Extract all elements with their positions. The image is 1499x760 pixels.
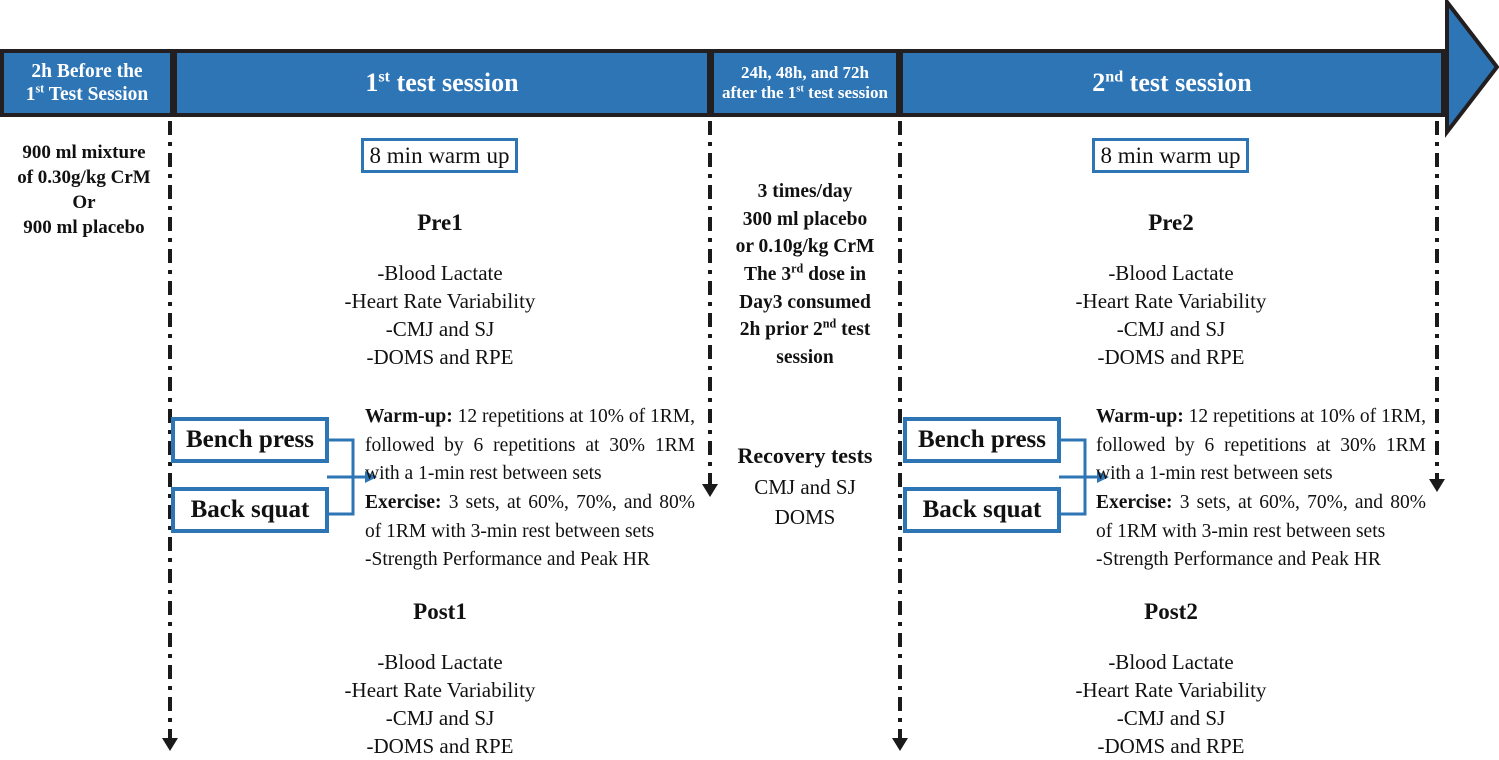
recovery-tests-item-2: DOMS bbox=[774, 505, 836, 530]
session2-post-measure-2: -Heart Rate Variability bbox=[1075, 678, 1267, 703]
session1-lift-back-squat-label: Back squat bbox=[190, 496, 310, 523]
recovery-dosing-line-5: Day3 consumed bbox=[739, 291, 871, 313]
session1-post-measure-2: -Heart Rate Variability bbox=[344, 678, 536, 703]
session1-prescription-exercise-label: Exercise: bbox=[365, 491, 442, 513]
session1-pre-measure-3: -CMJ and SJ bbox=[385, 316, 495, 341]
timeline-arrowhead-icon bbox=[1445, 0, 1499, 138]
session2-post-measure-4: -DOMS and RPE bbox=[1097, 733, 1245, 758]
session2-lift-merge-arrow-icon bbox=[1059, 438, 1109, 516]
recovery-dosing-line-1: 3 times/day bbox=[757, 181, 853, 202]
session1-pre-block: Pre1 -Blood Lactate -Heart Rate Variabil… bbox=[300, 208, 580, 371]
session1-warmup-box: 8 min warm up bbox=[361, 138, 518, 173]
banner-segment-session-1: 1st test session bbox=[365, 67, 519, 97]
session1-post-title: Post1 bbox=[413, 599, 467, 624]
session2-lift-bench-press-label: Bench press bbox=[917, 426, 1047, 453]
supplementation-line-1: 900 ml mixture bbox=[22, 142, 146, 163]
recovery-dosing-line-4: The 3rd dose in bbox=[743, 261, 867, 286]
supplementation-block: 900 ml mixture of 0.30g/kg CrM Or 900 ml… bbox=[0, 140, 168, 240]
recovery-dosing-line-2: 300 ml placebo bbox=[742, 208, 868, 230]
session2-prescription-outcome: -Strength Performance and Peak HR bbox=[1096, 549, 1381, 571]
banner-segment-pre-supplement: 2h Before the 1st Test Session bbox=[4, 49, 170, 117]
recovery-tests-title: Recovery tests bbox=[737, 443, 873, 468]
session2-pre-measure-1: -Blood Lactate bbox=[1108, 261, 1234, 286]
separator-arrow-4 bbox=[1429, 479, 1445, 492]
banner-recovery-line2: after the 1st test session bbox=[722, 83, 888, 102]
session2-post-block: Post2 -Blood Lactate -Heart Rate Variabi… bbox=[1031, 597, 1311, 760]
banner-recovery-line1: 24h, 48h, and 72h bbox=[740, 62, 869, 82]
banner-divider-1 bbox=[170, 49, 177, 117]
separator-arrow-1 bbox=[162, 738, 178, 751]
banner-segment-session-2: 2nd test session bbox=[1092, 67, 1252, 97]
session1-lift-merge-arrow-icon bbox=[327, 438, 377, 516]
separator-arrow-2 bbox=[702, 484, 718, 497]
session1-post-measure-1: -Blood Lactate bbox=[377, 650, 503, 675]
session2-prescription-warmup-text: 12 repetitions at 10% of 1RM, followed b… bbox=[1096, 406, 1426, 485]
separator-line-4 bbox=[1435, 121, 1439, 486]
session1-post-measure-4: -DOMS and RPE bbox=[366, 733, 514, 758]
recovery-dosing-line-6: 2h prior 2nd test bbox=[739, 316, 871, 341]
session1-prescription-block: Warm-up: 12 repetitions at 10% of 1RM, f… bbox=[365, 403, 695, 575]
session2-prescription-warmup: Warm-up: 12 repetitions at 10% of 1RM, f… bbox=[1096, 403, 1426, 489]
separator-line-3 bbox=[898, 121, 902, 746]
session2-prescription-exercise: Exercise: 3 sets, at 60%, 70%, and 80% o… bbox=[1096, 489, 1426, 546]
session2-post-measure-1: -Blood Lactate bbox=[1108, 650, 1234, 675]
session2-prescription-block: Warm-up: 12 repetitions at 10% of 1RM, f… bbox=[1096, 403, 1426, 575]
session2-prescription-warmup-label: Warm-up: bbox=[1096, 406, 1184, 427]
supplementation-line-4: 900 ml placebo bbox=[23, 217, 145, 239]
session2-post-measure-3: -CMJ and SJ bbox=[1116, 705, 1226, 730]
supplementation-line-2: of 0.30g/kg CrM bbox=[17, 167, 151, 189]
session1-lift-back-squat: Back squat bbox=[171, 487, 329, 533]
recovery-dosing-block: 3 times/day 300 ml placebo or 0.10g/kg C… bbox=[714, 178, 896, 372]
supplementation-line-3: Or bbox=[72, 192, 96, 214]
session2-lift-bench-press: Bench press bbox=[903, 417, 1061, 463]
banner-segment-recovery-days: 24h, 48h, and 72h after the 1st test ses… bbox=[714, 49, 896, 117]
session2-pre-measure-3: -CMJ and SJ bbox=[1116, 316, 1226, 341]
session1-pre-measure-1: -Blood Lactate bbox=[377, 261, 503, 286]
session2-pre-title: Pre2 bbox=[1148, 210, 1194, 235]
timeline-banner bbox=[0, 49, 1449, 117]
recovery-dosing-line-7: session bbox=[776, 347, 834, 369]
session1-prescription-warmup-text: 12 repetitions at 10% of 1RM, followed b… bbox=[365, 406, 695, 485]
recovery-dosing-line-3: or 0.10g/kg CrM bbox=[735, 236, 875, 258]
session2-warmup-box: 8 min warm up bbox=[1092, 138, 1249, 173]
session2-lift-back-squat-label: Back squat bbox=[922, 496, 1042, 523]
session2-prescription-exercise-label: Exercise: bbox=[1096, 491, 1173, 513]
session1-pre-measure-2: -Heart Rate Variability bbox=[344, 289, 536, 314]
session2-lift-back-squat: Back squat bbox=[903, 487, 1061, 533]
session2-warmup-label: 8 min warm up bbox=[1100, 142, 1241, 168]
banner-divider-4 bbox=[1441, 49, 1448, 117]
session1-lift-bench-press-label: Bench press bbox=[185, 426, 315, 453]
session1-pre-measure-4: -DOMS and RPE bbox=[366, 344, 514, 369]
banner-pre-line1: 2h Before the bbox=[31, 61, 143, 82]
session1-prescription-warmup-label: Warm-up: bbox=[365, 406, 453, 427]
session1-post-block: Post1 -Blood Lactate -Heart Rate Variabi… bbox=[300, 597, 580, 760]
session2-pre-block: Pre2 -Blood Lactate -Heart Rate Variabil… bbox=[1031, 208, 1311, 371]
session1-pre-title: Pre1 bbox=[417, 210, 463, 235]
recovery-tests-item-1: CMJ and SJ bbox=[754, 474, 856, 499]
session1-warmup-label: 8 min warm up bbox=[369, 142, 510, 168]
session1-lift-bench-press: Bench press bbox=[171, 417, 329, 463]
separator-line-1 bbox=[168, 121, 172, 746]
banner-pre-line2: 1st Test Session bbox=[25, 81, 149, 105]
separator-line-2 bbox=[708, 121, 712, 491]
banner-divider-3 bbox=[896, 49, 903, 117]
session1-post-measure-3: -CMJ and SJ bbox=[385, 705, 495, 730]
banner-divider-2 bbox=[707, 49, 714, 117]
session1-prescription-exercise-text: 3 sets, at 60%, 70%, and 80% of 1RM with… bbox=[365, 491, 695, 542]
session2-pre-measure-4: -DOMS and RPE bbox=[1097, 344, 1245, 369]
session1-prescription-exercise: Exercise: 3 sets, at 60%, 70%, and 80% o… bbox=[365, 489, 695, 546]
recovery-tests-block: Recovery tests CMJ and SJ DOMS bbox=[712, 440, 898, 533]
session1-prescription-outcome: -Strength Performance and Peak HR bbox=[365, 549, 650, 571]
session2-prescription-exercise-text: 3 sets, at 60%, 70%, and 80% of 1RM with… bbox=[1096, 491, 1426, 542]
session2-post-title: Post2 bbox=[1144, 599, 1198, 624]
session1-prescription-warmup: Warm-up: 12 repetitions at 10% of 1RM, f… bbox=[365, 403, 695, 489]
session2-pre-measure-2: -Heart Rate Variability bbox=[1075, 289, 1267, 314]
separator-arrow-3 bbox=[892, 738, 908, 751]
